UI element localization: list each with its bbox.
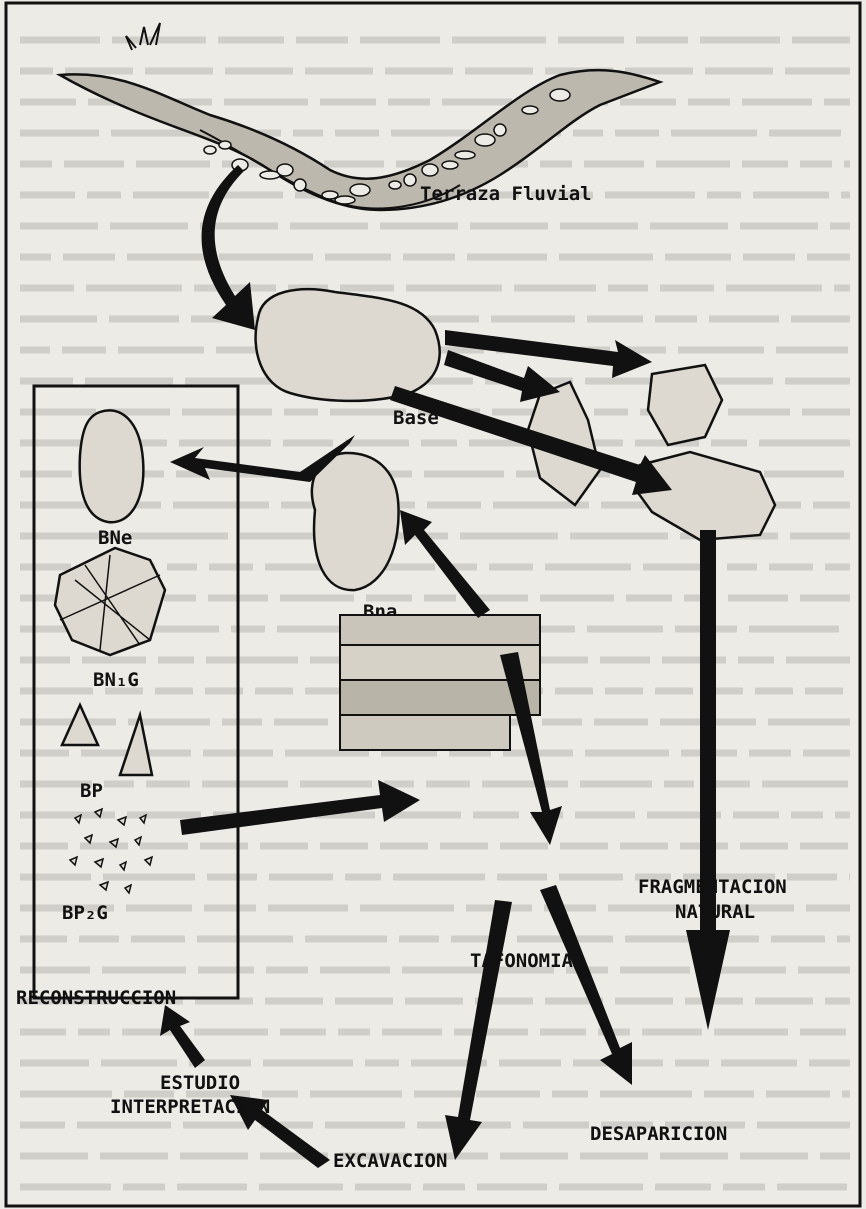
bn1g-artifact bbox=[55, 548, 165, 655]
estudio-label-line2: INTERPRETACION bbox=[110, 1096, 270, 1118]
bp-label: BP bbox=[80, 780, 103, 802]
terraza-fluvial-label: Terraza Fluvial bbox=[420, 183, 592, 205]
fragmentacion-label-line2: NATURAL bbox=[675, 901, 755, 923]
arrow-base-to-fragment-middle bbox=[444, 350, 560, 402]
arrow-fragment-to-fragmentacion bbox=[686, 530, 730, 1030]
bne-artifact bbox=[80, 410, 144, 522]
arrow-terrace-to-base bbox=[202, 165, 255, 330]
bn1g-label: BN₁G bbox=[93, 669, 139, 691]
reconstruccion-label: RECONSTRUCCION bbox=[16, 987, 176, 1009]
fragment-right bbox=[636, 452, 775, 540]
bp2g-label: BP₂G bbox=[62, 902, 108, 924]
fragment-top bbox=[648, 365, 722, 445]
base-rock bbox=[256, 289, 440, 401]
fragmentacion-label-line1: FRAGMENTACION bbox=[638, 876, 787, 898]
arrow-bp-to-profile bbox=[180, 780, 420, 835]
tafonomia-label: TAFONOMIA bbox=[470, 950, 574, 972]
desaparicion-label: DESAPARICION bbox=[590, 1123, 727, 1145]
river-terrace-illustration bbox=[60, 23, 660, 210]
estudio-label-line1: ESTUDIO bbox=[160, 1072, 240, 1094]
arrow-tafonomia-to-desaparicion bbox=[540, 885, 632, 1085]
arrow-estudio-to-reconstruccion bbox=[160, 1005, 205, 1068]
bne-label: BNe bbox=[98, 527, 132, 549]
excavacion-label: EXCAVACION bbox=[333, 1150, 447, 1172]
